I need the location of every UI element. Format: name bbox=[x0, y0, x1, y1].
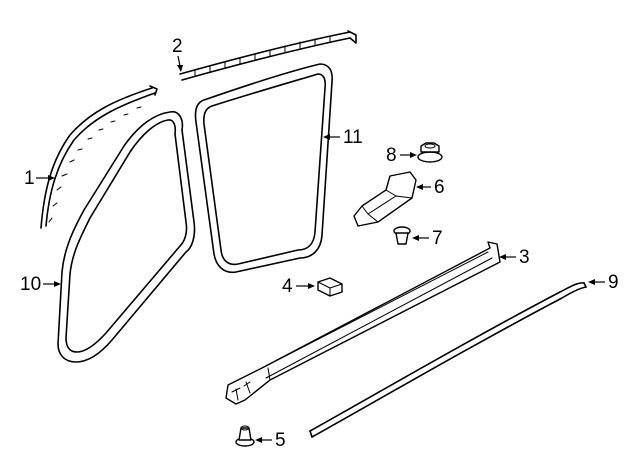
callout-4: 4 bbox=[282, 276, 315, 297]
callout-5: 5 bbox=[255, 430, 286, 451]
callout-8: 8 bbox=[386, 145, 417, 166]
callout-label-3: 3 bbox=[519, 247, 530, 268]
callout-2: 2 bbox=[172, 36, 183, 72]
callout-6: 6 bbox=[416, 177, 445, 198]
callout-label-11: 11 bbox=[343, 127, 363, 148]
part-1-front-pillar-strip[interactable] bbox=[40, 85, 158, 229]
callout-1: 1 bbox=[24, 168, 55, 189]
callout-label-4: 4 bbox=[282, 276, 293, 297]
callout-label-6: 6 bbox=[434, 177, 445, 198]
part-5-clip[interactable] bbox=[235, 425, 255, 447]
callout-3: 3 bbox=[499, 247, 530, 268]
part-6-bracket[interactable] bbox=[353, 171, 417, 227]
part-11-rear-weatherstrip[interactable] bbox=[194, 63, 333, 274]
callout-10: 10 bbox=[20, 274, 61, 295]
part-3-sill-plate[interactable] bbox=[225, 241, 501, 405]
callout-9: 9 bbox=[588, 272, 619, 293]
callout-7: 7 bbox=[412, 228, 443, 249]
callout-label-5: 5 bbox=[275, 430, 286, 451]
callout-label-9: 9 bbox=[608, 272, 619, 293]
callout-11: 11 bbox=[323, 127, 363, 148]
part-8-nut[interactable] bbox=[417, 142, 443, 163]
callout-label-8: 8 bbox=[386, 145, 397, 166]
part-2-roof-strip[interactable] bbox=[179, 30, 357, 81]
callout-label-2: 2 bbox=[172, 36, 183, 57]
callout-label-1: 1 bbox=[24, 168, 35, 189]
callout-label-7: 7 bbox=[432, 228, 443, 249]
part-9-trim-molding[interactable] bbox=[309, 282, 587, 438]
callout-label-10: 10 bbox=[20, 274, 41, 295]
part-4-retainer[interactable] bbox=[317, 277, 343, 297]
part-7-clip[interactable] bbox=[393, 226, 411, 245]
part-10-front-weatherstrip[interactable] bbox=[57, 110, 196, 363]
